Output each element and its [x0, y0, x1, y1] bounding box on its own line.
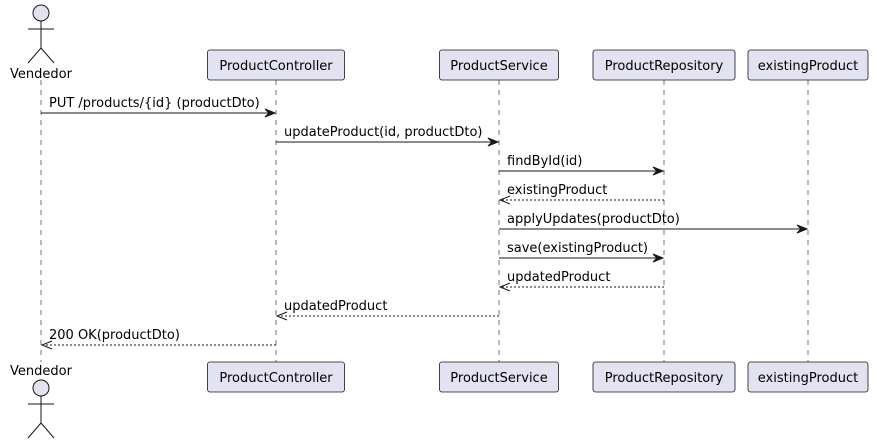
message-label: updatedProduct — [284, 299, 387, 314]
participant-service-top: ProductService — [439, 49, 559, 81]
participant-box — [747, 49, 869, 81]
participants: VendedorVendedorProductControllerProduct… — [10, 4, 869, 439]
actor-head — [32, 4, 50, 22]
participant-box — [207, 361, 345, 393]
participant-box — [592, 361, 736, 393]
messages: PUT /products/{id} (productDto) updatePro… — [40, 96, 809, 350]
message-3: findById(id) — [499, 154, 665, 176]
message-label: save(existingProduct) — [507, 241, 648, 256]
message-7: updatedProduct — [498, 270, 664, 292]
participant-existing-top: existingProduct — [747, 49, 869, 81]
lifelines — [40, 80, 809, 362]
participant-box — [439, 49, 559, 81]
return-arrow-head — [40, 340, 53, 350]
participant-service-bottom: ProductService — [439, 361, 559, 393]
participant-label: ProductService — [450, 59, 547, 74]
call-arrow-head — [796, 224, 809, 234]
participant-label: existingProduct — [758, 59, 858, 74]
actor-leg-right — [40, 422, 55, 439]
return-arrow-head — [275, 311, 288, 321]
message-label: updateProduct(id, productDto) — [284, 125, 483, 140]
participant-label: ProductController — [219, 59, 333, 74]
participant-label: existingProduct — [758, 371, 858, 386]
call-arrow-head — [652, 166, 665, 176]
message-label: updatedProduct — [507, 270, 610, 285]
participant-repository-top: ProductRepository — [592, 49, 736, 81]
actor-leg-right — [40, 47, 55, 64]
participant-label: ProductRepository — [605, 371, 724, 386]
message-label: findById(id) — [507, 154, 582, 169]
return-arrow-head — [498, 282, 511, 292]
message-label: 200 OK(productDto) — [49, 328, 180, 343]
participant-controller-bottom: ProductController — [207, 361, 345, 393]
actor-head — [32, 379, 50, 397]
participant-existing-bottom: existingProduct — [747, 361, 869, 393]
actor-label-top: Vendedor — [10, 67, 73, 82]
participant-box — [747, 361, 869, 393]
message-1: PUT /products/{id} (productDto) — [41, 96, 277, 118]
call-arrow-head — [652, 253, 665, 263]
message-label: PUT /products/{id} (productDto) — [49, 96, 260, 111]
actor-label-bottom: Vendedor — [10, 364, 73, 379]
message-9: 200 OK(productDto) — [40, 328, 276, 350]
participant-box — [592, 49, 736, 81]
message-5: applyUpdates(productDto) — [499, 212, 809, 234]
message-label: existingProduct — [507, 183, 607, 198]
message-8: updatedProduct — [275, 299, 499, 321]
participant-label: ProductService — [450, 371, 547, 386]
message-4: existingProduct — [498, 183, 664, 205]
message-label: applyUpdates(productDto) — [507, 212, 680, 227]
participant-label: ProductController — [219, 371, 333, 386]
message-6: save(existingProduct) — [499, 241, 665, 263]
return-arrow-head — [498, 195, 511, 205]
participant-repository-bottom: ProductRepository — [592, 361, 736, 393]
participant-controller-top: ProductController — [207, 49, 345, 81]
actor-bottom — [27, 379, 55, 439]
call-arrow-head — [487, 137, 500, 147]
call-arrow-head — [264, 108, 277, 118]
actor-leg-left — [27, 47, 42, 64]
participant-box — [207, 49, 345, 81]
actor-top — [27, 4, 55, 64]
actor-leg-left — [27, 422, 42, 439]
participant-box — [439, 361, 559, 393]
message-2: updateProduct(id, productDto) — [276, 125, 500, 147]
participant-label: ProductRepository — [605, 59, 724, 74]
